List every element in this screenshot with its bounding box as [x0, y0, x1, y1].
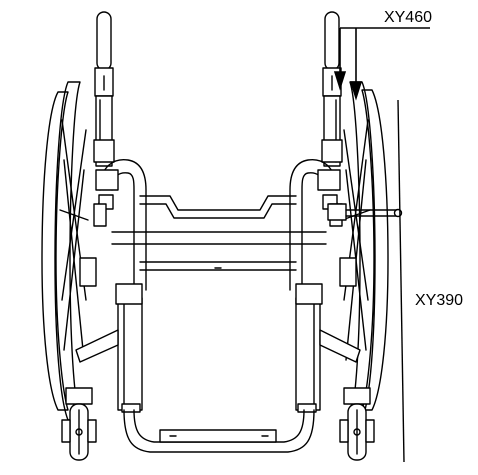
left-push-handle	[93, 11, 115, 167]
brake-lever	[327, 203, 403, 221]
label-xy460: XY460	[384, 9, 432, 26]
xy390-line	[397, 99, 405, 463]
right-frame-tube	[289, 158, 361, 413]
dimension-xy390	[397, 99, 405, 463]
arrow-down-icon	[333, 71, 347, 91]
right-caster-wheel	[339, 387, 375, 461]
right-rear-wheel	[341, 81, 389, 421]
left-rear-wheel	[41, 81, 89, 421]
left-caster-wheel	[61, 387, 97, 461]
label-xy390: XY390	[415, 292, 463, 309]
seat-cross-bars	[111, 195, 327, 271]
left-frame-tube	[75, 158, 147, 413]
footrest	[123, 409, 315, 453]
arrow-down-icon	[349, 81, 363, 101]
dimension-xy460	[333, 27, 430, 101]
right-push-handle	[321, 11, 343, 167]
